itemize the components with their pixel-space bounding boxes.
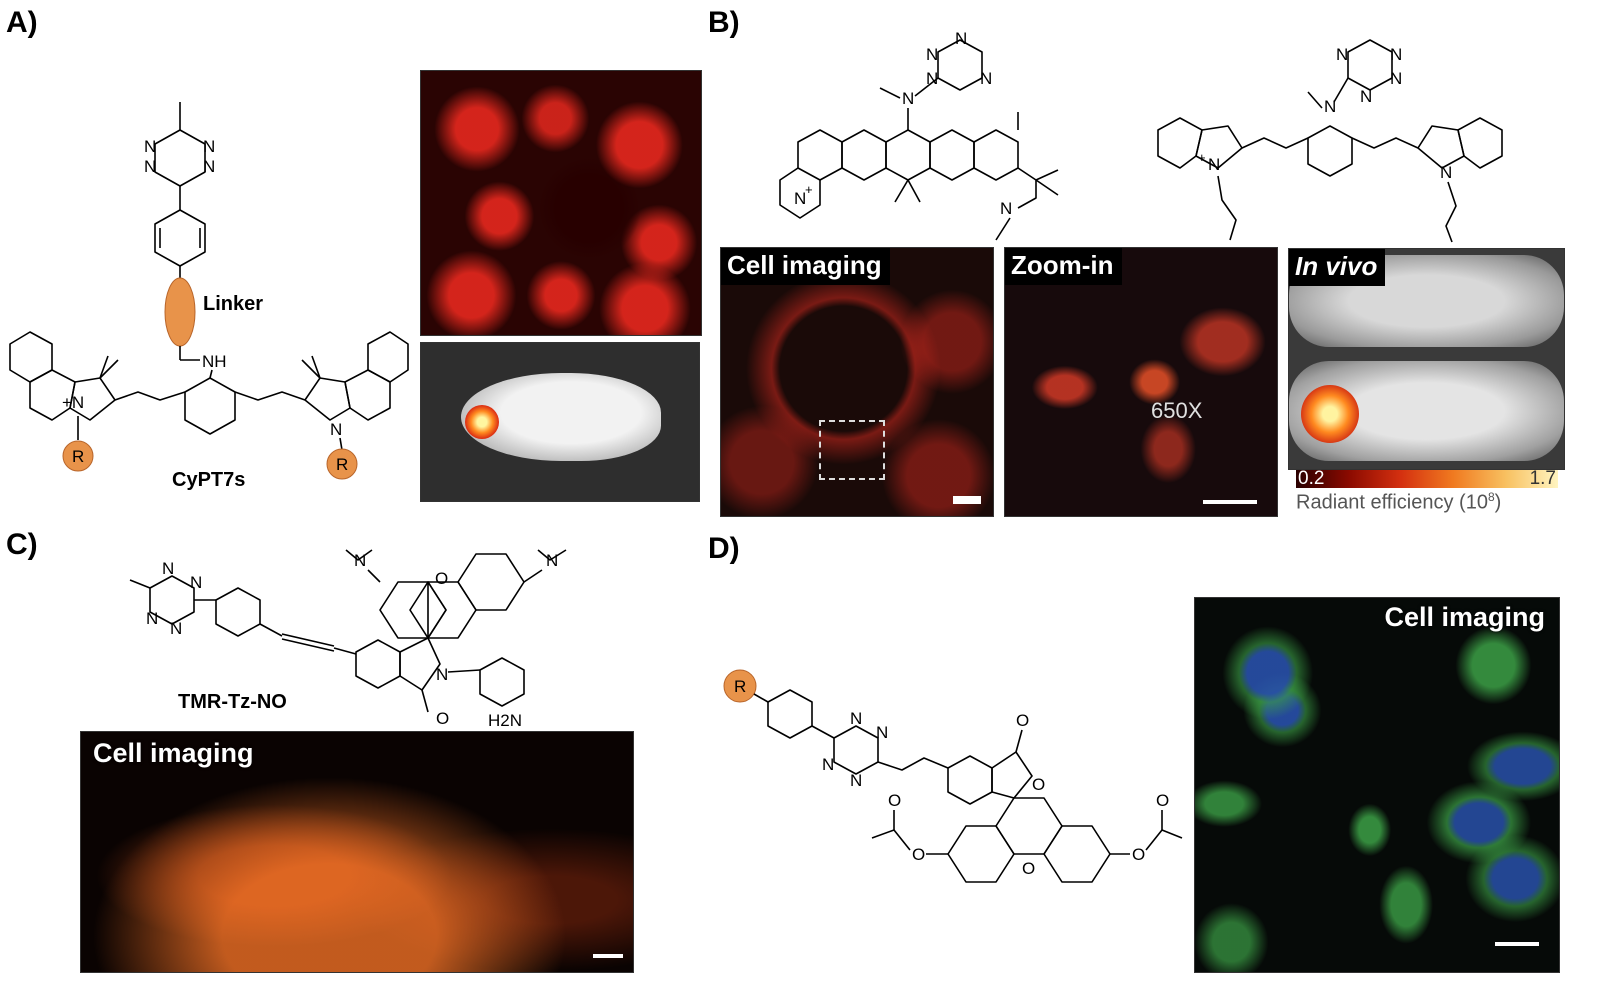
indolium-n-atom: N bbox=[1208, 155, 1220, 174]
panel-b-zoom-image: Zoom-in 650X bbox=[1004, 247, 1278, 517]
r-group-right-label: R bbox=[336, 455, 348, 474]
tetrazine-n-atom: N bbox=[926, 45, 938, 64]
cell-imaging-label: Cell imaging bbox=[1384, 602, 1545, 632]
zoom-in-label: Zoom-in bbox=[1005, 248, 1122, 285]
panel-a-mouse-image bbox=[420, 342, 700, 502]
compound-name-cypt7s: CyPT7s bbox=[172, 469, 245, 491]
tetrazine-n-atom: N bbox=[144, 137, 156, 156]
colorbar-min: 0.2 bbox=[1298, 468, 1325, 489]
scale-bar bbox=[593, 954, 623, 958]
tetrazine-n-atom: N bbox=[190, 573, 202, 592]
colorbar-max: 1.7 bbox=[1529, 468, 1556, 489]
panel-a-label: A) bbox=[6, 6, 38, 39]
ester-o-atom: O bbox=[1132, 845, 1145, 864]
colorbar-exponent: 8 bbox=[1487, 490, 1495, 504]
carbonyl-o-atom: O bbox=[436, 709, 449, 728]
tetrazine-n-atom: N bbox=[850, 771, 862, 790]
tetrazine-n-atom: N bbox=[1390, 45, 1402, 64]
r-group-right bbox=[326, 448, 358, 480]
tetrazine-n-atom: N bbox=[955, 30, 967, 48]
julolidine-n-atom: N bbox=[794, 189, 806, 208]
xanthene-o-atom: O bbox=[1022, 859, 1035, 878]
tetrazine-n-atom: N bbox=[1336, 45, 1348, 64]
cell-imaging-label: Cell imaging bbox=[721, 248, 890, 285]
panel-d-label: D) bbox=[708, 532, 740, 565]
tetrazine-n-atom: N bbox=[170, 619, 182, 638]
r-group bbox=[723, 669, 757, 703]
carbonyl-o-atom: O bbox=[1016, 711, 1029, 730]
panel-a-cell-image bbox=[420, 70, 702, 336]
tetrazine-n-atom: N bbox=[144, 157, 156, 176]
amine-n-atom: N bbox=[1324, 97, 1336, 116]
scale-bar bbox=[1495, 942, 1539, 946]
dimethylamino-n-atom: N bbox=[546, 551, 558, 570]
tetrazine-n-atom: N bbox=[822, 755, 834, 774]
r-group-label: R bbox=[734, 677, 746, 696]
panel-b-structure-left: N N N N N N + N bbox=[779, 30, 1059, 241]
dimethylamino-n-atom: N bbox=[354, 551, 366, 570]
linker-shape bbox=[164, 277, 196, 347]
amine-n-atom: N bbox=[902, 89, 914, 108]
panel-c-label: C) bbox=[6, 528, 38, 561]
zoom-region-box bbox=[819, 420, 885, 480]
acetyl-o-atom: O bbox=[1156, 791, 1169, 810]
tetrazine-n-atom: N bbox=[1390, 69, 1402, 88]
tetrazine-n-atom: N bbox=[203, 157, 215, 176]
tetrazine-n-atom: N bbox=[203, 137, 215, 156]
colorbar-title: Radiant efficiency (108) bbox=[1296, 490, 1501, 515]
tetrazine-n-atom: N bbox=[926, 69, 938, 88]
tetrazine-n-atom: N bbox=[162, 559, 174, 578]
lactam-n-atom: N bbox=[436, 665, 448, 684]
panel-c-cell-image: Cell imaging bbox=[80, 731, 634, 973]
colorbar: 0.2 1.7 bbox=[1296, 468, 1558, 489]
panel-b-cell-image: Cell imaging bbox=[720, 247, 994, 517]
tetrazine-ring: N N N N bbox=[144, 102, 215, 187]
in-vivo-label: In vivo bbox=[1289, 249, 1386, 286]
magnification-label: 650X bbox=[1151, 398, 1203, 423]
indolium-n-plus-atom: +N bbox=[62, 393, 84, 412]
xanthene-o-atom: O bbox=[435, 569, 448, 588]
tetrazine-n-atom: N bbox=[876, 723, 888, 742]
plus-charge: + bbox=[805, 182, 813, 197]
panel-b-structure-right: N N N N N N + N bbox=[1157, 39, 1503, 243]
amine-n-atom: N bbox=[1000, 199, 1012, 218]
r-group-left bbox=[62, 440, 94, 472]
panel-c-structure: N N N N N O H2N O N N TMR-Tz-NO bbox=[129, 549, 567, 730]
panel-b-label: B) bbox=[708, 6, 740, 39]
indoline-n-atom: N bbox=[330, 420, 342, 439]
lactone-o-atom: O bbox=[1032, 775, 1045, 794]
panel-b-invivo-image: In vivo bbox=[1288, 248, 1565, 470]
panel-a-structure: N N N N Linker NH +N R N R CyPT7s bbox=[9, 102, 409, 491]
compound-name-tmr-tz-no: TMR-Tz-NO bbox=[178, 691, 287, 713]
indoline-n-atom: N bbox=[1440, 163, 1452, 182]
tetrazine-n-atom: N bbox=[980, 69, 992, 88]
ester-o-atom: O bbox=[912, 845, 925, 864]
tetrazine-n-atom: N bbox=[850, 709, 862, 728]
nh-atom: NH bbox=[202, 352, 227, 371]
r-group-left-label: R bbox=[72, 447, 84, 466]
colorbar-label-end: ) bbox=[1494, 491, 1502, 514]
scale-bar bbox=[953, 496, 981, 504]
tetrazine-n-atom: N bbox=[1360, 87, 1372, 106]
tumor-hotspot bbox=[1301, 385, 1359, 443]
panel-d-structure: R N N N N O O O O O O O bbox=[723, 669, 1183, 883]
mouse-hotspot bbox=[465, 405, 499, 439]
aniline-nh2: H2N bbox=[488, 711, 522, 730]
cell-imaging-label: Cell imaging bbox=[93, 738, 254, 768]
panel-d-cell-image: Cell imaging bbox=[1194, 597, 1560, 973]
tetrazine-n-atom: N bbox=[146, 609, 158, 628]
colorbar-label: Radiant efficiency (10 bbox=[1296, 491, 1488, 514]
plus-charge: + bbox=[1198, 150, 1206, 165]
linker-label: Linker bbox=[203, 293, 263, 315]
scale-bar bbox=[1203, 500, 1257, 504]
acetyl-o-atom: O bbox=[888, 791, 901, 810]
